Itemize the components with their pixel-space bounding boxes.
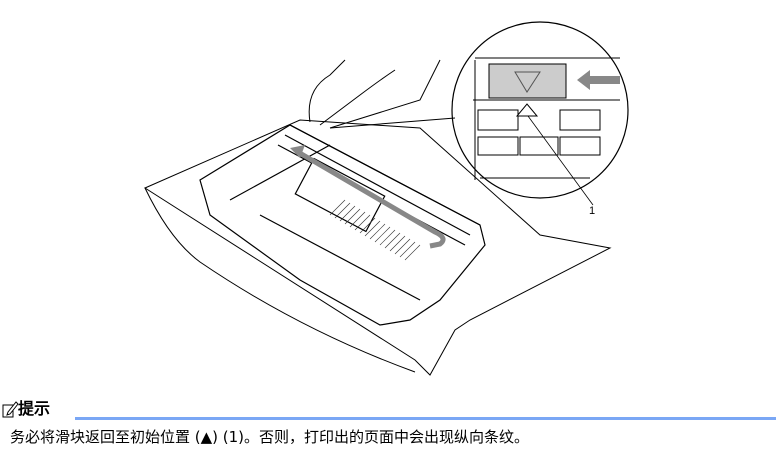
slide-path-arrow	[296, 149, 446, 249]
note-title: 提示	[18, 399, 51, 418]
paper-edge	[144, 187, 416, 373]
drum-unit-illustration: 1	[143, 21, 629, 376]
slider-triangle-down	[514, 71, 541, 93]
note-header: 提示	[0, 398, 776, 422]
drum-unit	[199, 124, 486, 326]
slide-direction-arrow	[577, 70, 620, 90]
note-body: 务必将滑块返回至初始位置 (▲) (1)。否则，打印出的页面中会出现纵向条纹。	[10, 428, 530, 446]
home-position-triangle	[515, 103, 539, 117]
slide-arrow-head	[290, 145, 305, 158]
zoom-connector	[329, 117, 456, 129]
callout-label: 1	[589, 205, 596, 217]
drum-grille	[329, 199, 421, 261]
pencil-note-icon	[2, 401, 18, 418]
slider-tab	[488, 63, 567, 99]
zoom-detail	[473, 57, 620, 180]
note-divider	[75, 417, 776, 420]
hand	[308, 59, 441, 129]
callout-leader-line	[527, 115, 594, 206]
illustration-svg	[143, 21, 629, 376]
